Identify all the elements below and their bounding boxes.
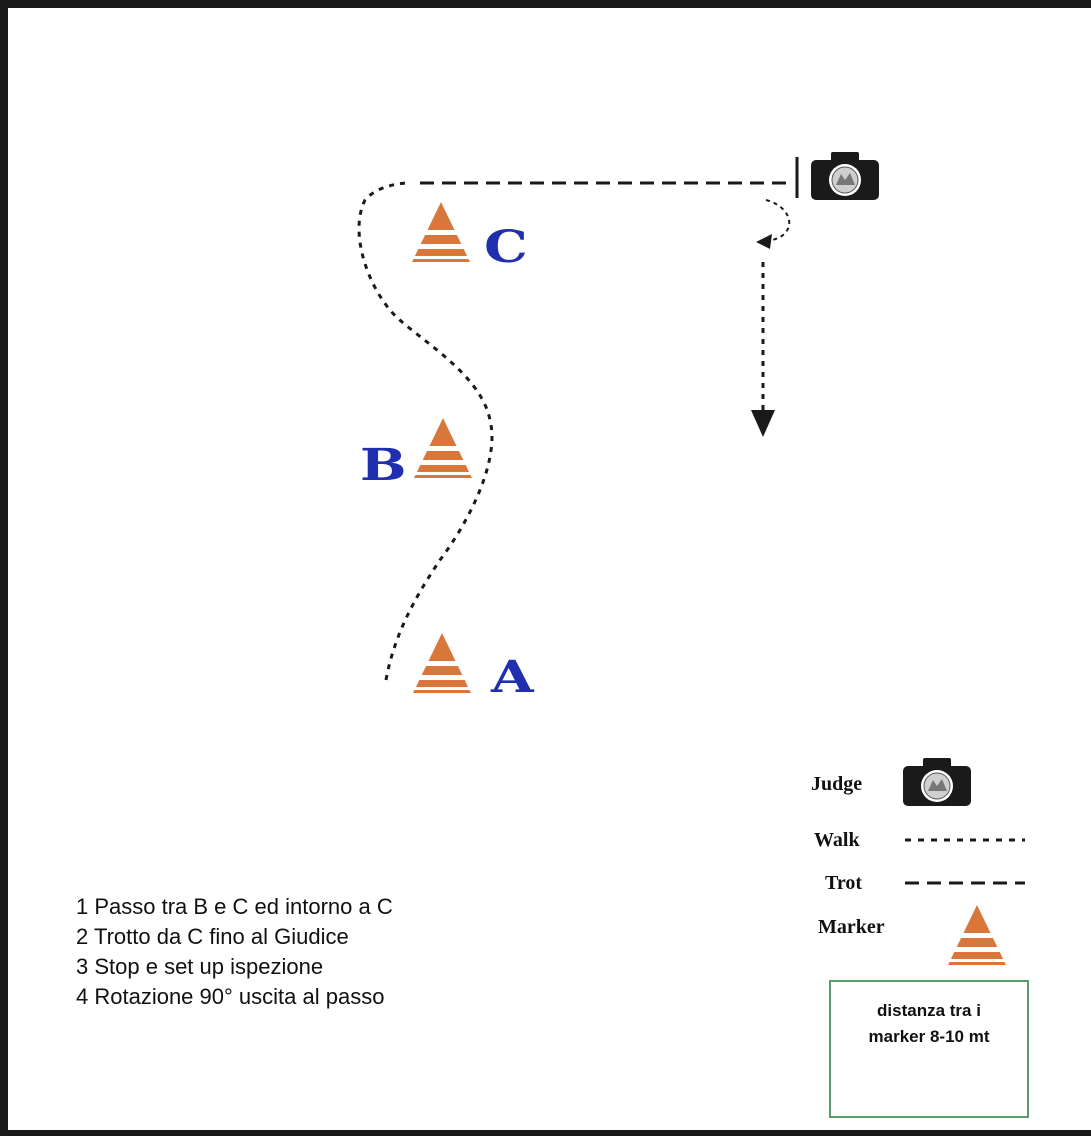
distance-note-text: distanza tra i marker 8-10 mt [831, 998, 1027, 1050]
marker-label-a: A [491, 652, 534, 703]
cone-icon [948, 905, 1006, 965]
cone-icon [414, 418, 472, 478]
legend-trot-label: Trot [825, 872, 863, 894]
instructions-list: 1 Passo tra B e C ed intorno a C 2 Trott… [76, 892, 393, 1012]
legend-judge-label: Judge [811, 773, 863, 795]
exit-arrowhead [751, 410, 775, 437]
instruction-item: 2 Trotto da C fino al Giudice [76, 924, 349, 949]
legend-walk-label: Walk [814, 829, 860, 851]
instruction-item: 3 Stop e set up ispezione [76, 954, 324, 979]
marker-label-c: C [484, 222, 528, 273]
cone-icon [412, 202, 470, 262]
camera-icon [902, 757, 972, 807]
distance-note-line: distanza tra i [877, 1001, 981, 1020]
instruction-item: 4 Rotazione 90° uscita al passo [76, 984, 385, 1009]
marker-label-b: B [360, 440, 407, 491]
legend-marker-label: Marker [818, 916, 885, 938]
distance-note-box: distanza tra i marker 8-10 mt [829, 980, 1029, 1118]
distance-note-line: marker 8-10 mt [868, 1027, 990, 1046]
walk-path [357, 181, 494, 681]
rotation-arrowhead [756, 234, 772, 249]
camera-icon [810, 151, 880, 201]
instruction-item: 1 Passo tra B e C ed intorno a C [76, 894, 393, 919]
rotation-arrow [765, 199, 791, 242]
cone-icon [413, 633, 471, 693]
